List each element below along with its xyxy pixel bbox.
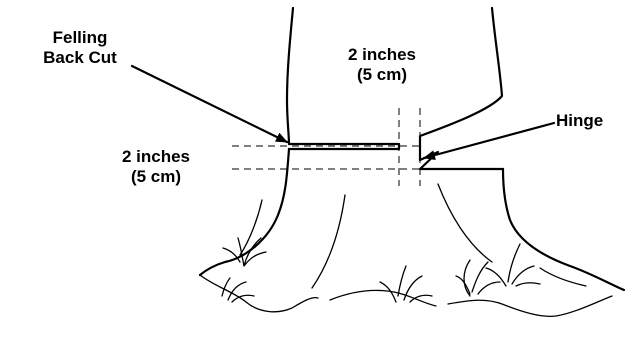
root-outline — [448, 296, 612, 316]
stump-contour — [240, 200, 262, 255]
stump-right-edge — [503, 169, 624, 290]
top-dimension-label: 2 inches (5 cm) — [318, 45, 446, 85]
hinge-label: Hinge — [556, 111, 603, 131]
felling-back-cut-label-line2: Back Cut — [18, 48, 142, 68]
stump-contour — [438, 184, 492, 262]
root-outline — [540, 268, 586, 286]
left-dimension-label-line1: 2 inches — [92, 147, 220, 167]
top-dimension-label-line1: 2 inches — [318, 45, 446, 65]
stump-contour — [312, 195, 345, 288]
trunk-left-edge — [287, 8, 293, 144]
back-cut-arrow — [132, 66, 287, 142]
felling-back-cut-label: Felling Back Cut — [18, 28, 142, 68]
grass-tuft — [486, 244, 540, 286]
grass-tuft — [456, 262, 500, 294]
left-dimension-label: 2 inches (5 cm) — [92, 147, 220, 187]
root-outline — [330, 290, 436, 306]
felling-back-cut-label-line1: Felling — [18, 28, 142, 48]
root-outline — [200, 275, 318, 312]
grass-tuft — [380, 266, 432, 302]
top-dimension-label-line2: (5 cm) — [318, 65, 446, 85]
left-dimension-label-line2: (5 cm) — [92, 167, 220, 187]
